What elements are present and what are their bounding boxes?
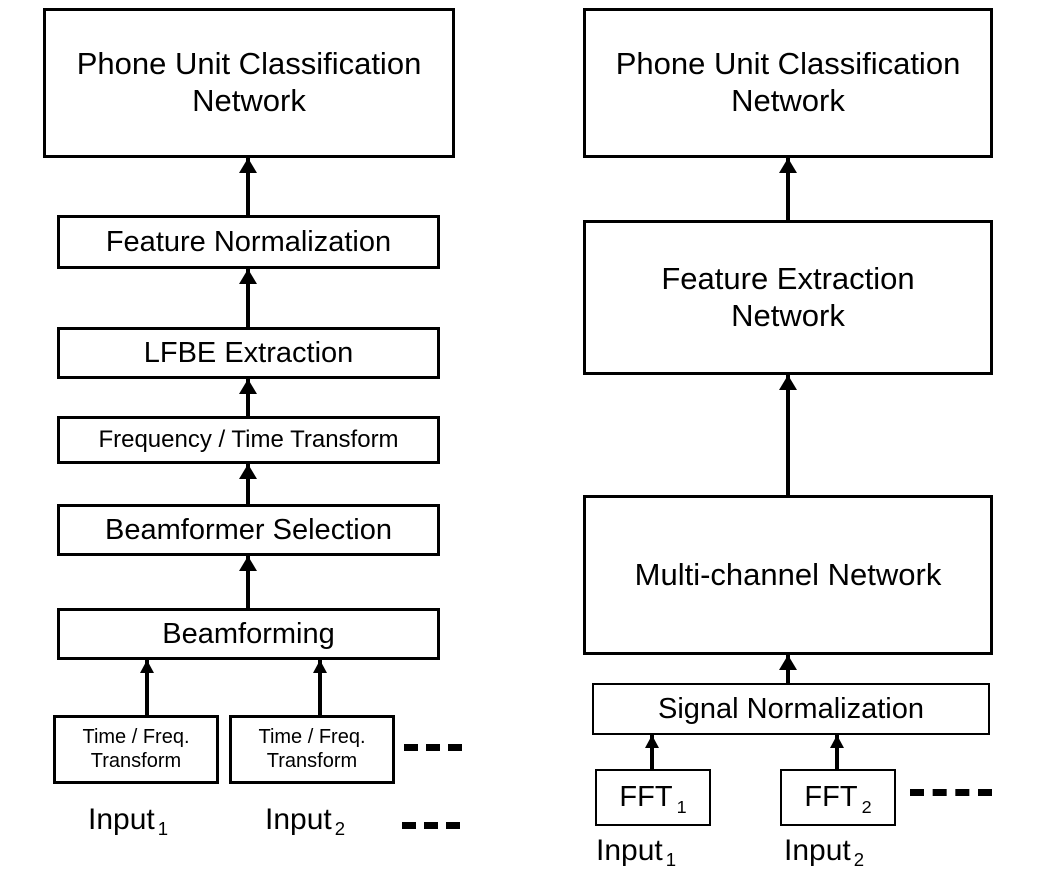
block-label: Multi-channel Network [634,556,942,592]
block-label: Phone Unit Classification Network [76,46,422,118]
arrow-shaft [145,660,149,715]
arrow-featnorm-to-puc-left [238,158,258,215]
input-label-subscript: 1 [665,849,677,871]
block-label: FFT [804,781,858,814]
arrow-shaft [246,269,250,327]
block-label: Beamformer Selection [105,513,392,546]
block-phone-unit-classification-network-right: Phone Unit Classification Network [583,8,993,158]
block-feature-normalization: Feature Normalization [57,215,440,269]
arrow-shaft [786,375,790,495]
arrow-freqtime-to-lfbe [238,379,258,416]
arrow-multichannel-to-featext [778,375,798,495]
block-multi-channel-network: Multi-channel Network [583,495,993,655]
continuation-dashes-left-boxes [404,744,462,751]
input-label-subscript: 2 [853,849,865,871]
block-label: Phone Unit Classification Network [615,46,961,118]
arrow-fft1-to-signorm [643,735,661,769]
continuation-dashes-right-boxes [910,789,992,796]
arrow-fft2-to-signorm [828,735,846,769]
arrow-tf1-to-beamforming [138,660,156,715]
block-label: Frequency / Time Transform [98,425,399,453]
arrow-bfsel-to-freqtime [238,464,258,504]
block-frequency-time-transform: Frequency / Time Transform [57,416,440,464]
block-label: Feature Normalization [105,225,392,258]
block-label-subscript: 1 [676,796,687,817]
arrow-shaft [786,158,790,220]
block-label: FFT [619,781,673,814]
input-label-subscript: 1 [157,818,169,840]
block-label: LFBE Extraction [143,336,354,369]
arrow-shaft [246,379,250,416]
arrow-featext-to-puc-right [778,158,798,220]
arrow-shaft [318,660,322,715]
block-time-freq-transform-1: Time / Freq. Transform [53,715,219,784]
block-label-subscript: 2 [861,796,872,817]
block-lfbe-extraction: LFBE Extraction [57,327,440,379]
block-feature-extraction-network: Feature Extraction Network [583,220,993,375]
arrow-shaft [246,158,250,215]
block-beamforming: Beamforming [57,608,440,660]
block-signal-normalization: Signal Normalization [592,683,990,735]
block-time-freq-transform-2: Time / Freq. Transform [229,715,395,784]
arrow-beamforming-to-bfsel [238,556,258,608]
arrow-signorm-to-multichannel [778,655,798,683]
block-label: Feature Extraction Network [661,260,915,333]
arrow-tf2-to-beamforming [311,660,329,715]
arrow-shaft [835,735,839,769]
block-label: Time / Freq. Transform [82,725,190,772]
arrow-lfbe-to-featnorm [238,269,258,327]
block-label: Time / Freq. Transform [258,725,366,772]
input-label-text: Input [88,803,155,836]
block-beamformer-selection: Beamformer Selection [57,504,440,556]
arrow-shaft [650,735,654,769]
input-label-subscript: 2 [334,818,346,840]
input-label-text: Input [265,803,332,836]
arrow-shaft [786,655,790,683]
block-label: Beamforming [162,617,335,650]
arrow-shaft [246,556,250,608]
continuation-dashes-left-inputs [402,822,460,829]
input-label-text: Input [784,834,851,867]
block-label: Signal Normalization [658,692,924,725]
block-phone-unit-classification-network-left: Phone Unit Classification Network [43,8,455,158]
arrow-shaft [246,464,250,504]
input-label-text: Input [596,834,663,867]
